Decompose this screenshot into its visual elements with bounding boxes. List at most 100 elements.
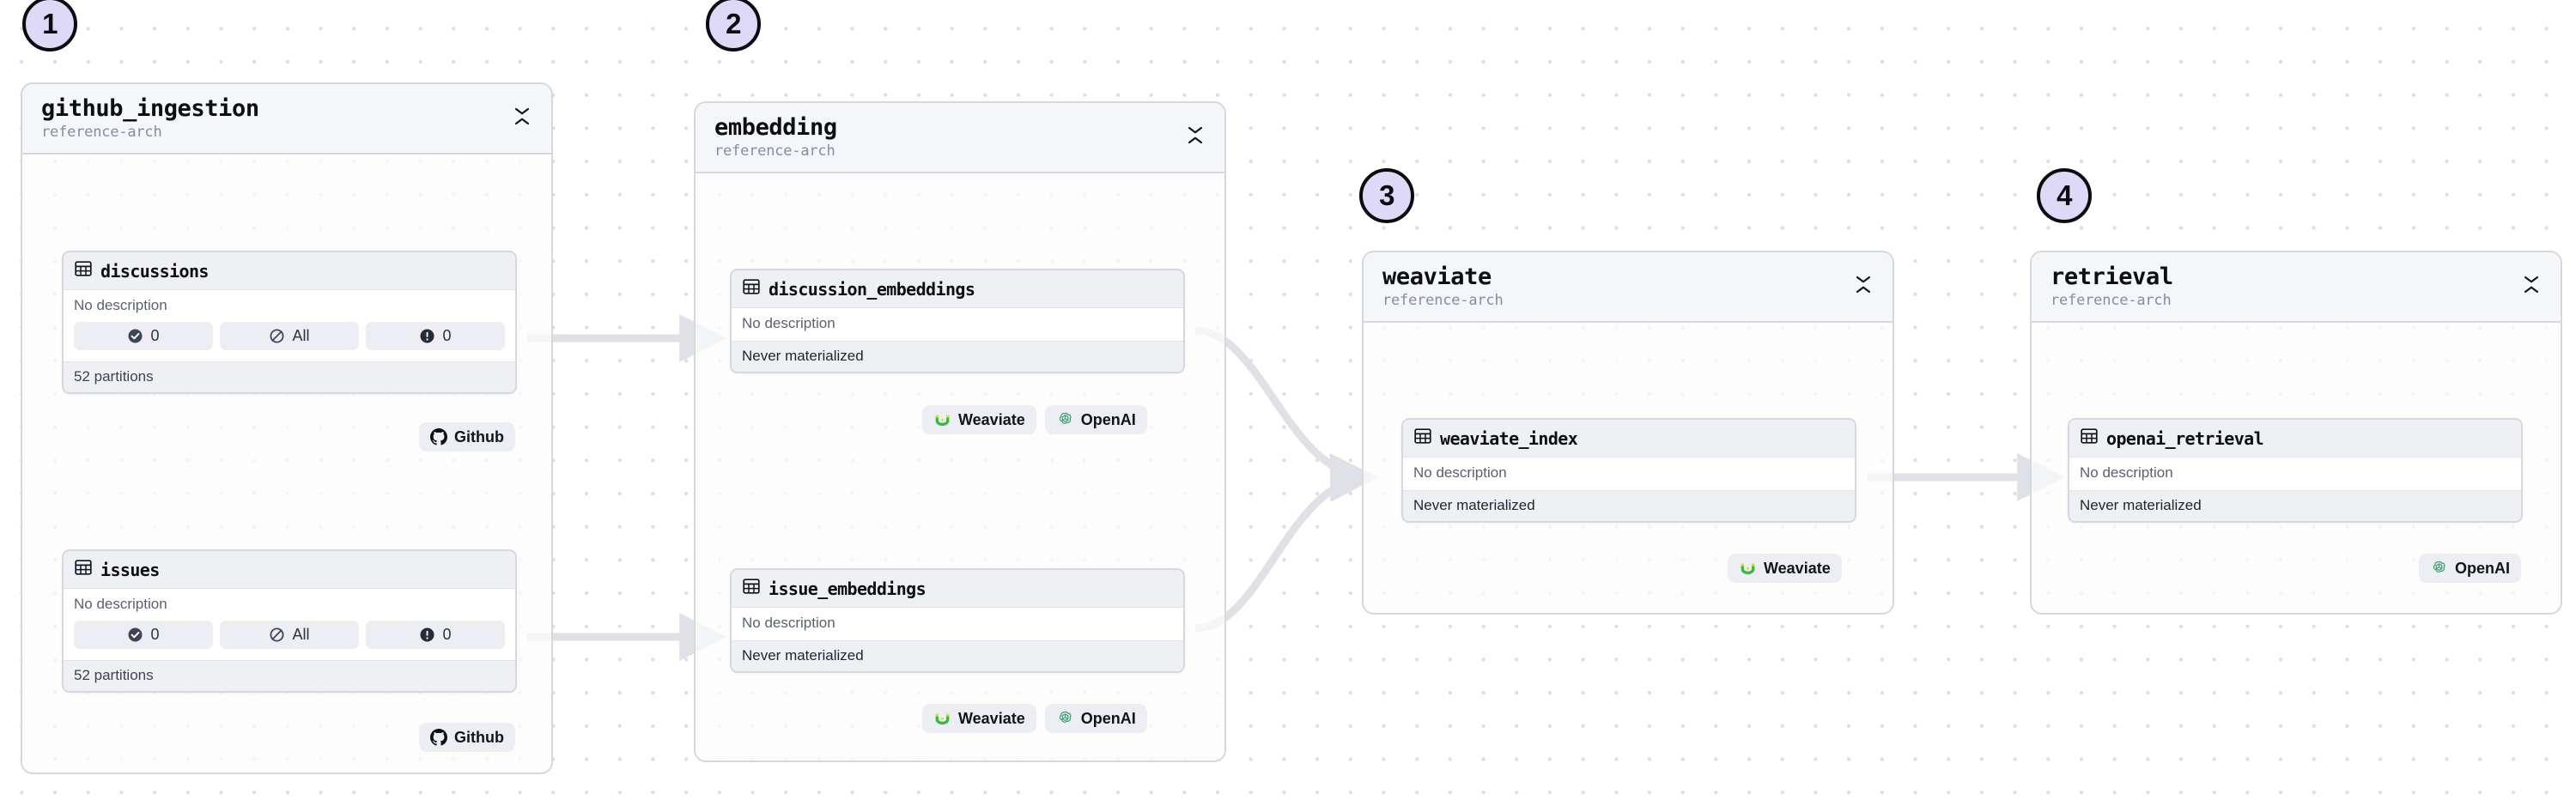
tag-weaviate[interactable]: Weaviate: [922, 704, 1036, 733]
stat-value: 0: [442, 326, 452, 344]
group-title: embedding: [714, 114, 837, 141]
group-title: weaviate: [1382, 264, 1492, 290]
asset-materialization-status: Never materialized: [732, 340, 1183, 372]
tag-github[interactable]: Github: [419, 723, 515, 752]
asset-partitions: 52 partitions: [64, 659, 515, 691]
group-header-github-ingestion[interactable]: github_ingestion reference-arch: [22, 84, 551, 155]
step-badge-label: 2: [726, 8, 741, 39]
stat-value: 0: [442, 625, 452, 643]
table-icon: [74, 558, 93, 581]
weaviate-icon: [933, 411, 951, 429]
asset-description: No description: [1413, 464, 1507, 481]
step-badge-1: 1: [22, 0, 77, 52]
check-circle-filled-icon: [127, 328, 143, 344]
asset-name: discussions: [100, 260, 209, 282]
chevron-collapse-icon[interactable]: [1185, 120, 1206, 149]
asset-header: weaviate_index: [1403, 420, 1855, 458]
openai-icon: [1056, 710, 1074, 728]
group-title: retrieval: [2050, 264, 2173, 290]
asset-node-openai-retrieval[interactable]: openai_retrieval No description Never ma…: [2068, 418, 2523, 523]
openai-icon: [1056, 411, 1074, 429]
stat-pill-materialized[interactable]: 0: [74, 620, 213, 649]
step-badge-label: 4: [2057, 179, 2072, 211]
tag-group-issues: Github: [419, 723, 515, 752]
asset-header: issues: [64, 551, 515, 589]
group-header-retrieval[interactable]: retrieval reference-arch: [2032, 252, 2561, 324]
tag-openai[interactable]: OpenAI: [1044, 405, 1147, 434]
alert-circle-filled-icon: [419, 627, 435, 643]
asset-name: openai_retrieval: [2106, 427, 2264, 449]
step-badge-4: 4: [2037, 168, 2092, 223]
stat-pill-missing[interactable]: All: [220, 321, 359, 350]
asset-description: No description: [2080, 464, 2173, 481]
asset-stats: 0 All 0: [74, 321, 505, 350]
step-badge-2: 2: [706, 0, 761, 52]
slash-circle-icon: [269, 328, 285, 344]
asset-name: issue_embeddings: [769, 578, 927, 599]
tag-weaviate[interactable]: Weaviate: [1728, 554, 1842, 583]
asset-materialization-status: Never materialized: [732, 639, 1183, 671]
asset-description: No description: [742, 615, 835, 631]
group-subtitle: reference-arch: [41, 124, 162, 142]
tag-label: Github: [454, 728, 504, 746]
asset-node-discussions[interactable]: discussions No description 0 All: [62, 251, 517, 394]
group-title: github_ingestion: [41, 95, 259, 122]
stat-value: All: [292, 625, 310, 643]
tag-label: OpenAI: [1080, 410, 1136, 428]
group-header-embedding[interactable]: embedding reference-arch: [696, 103, 1224, 174]
weaviate-icon: [1739, 560, 1757, 578]
table-icon: [1413, 427, 1432, 450]
stat-value: All: [292, 326, 310, 344]
asset-header: issue_embeddings: [732, 570, 1183, 608]
step-badge-3: 3: [1359, 168, 1414, 223]
asset-materialization-status: Never materialized: [2069, 489, 2521, 521]
asset-header: discussions: [64, 252, 515, 290]
stat-value: 0: [150, 625, 160, 643]
tag-github[interactable]: Github: [419, 422, 515, 451]
asset-body: No description: [2069, 458, 2521, 490]
github-icon: [430, 428, 447, 445]
openai-icon: [2430, 560, 2448, 578]
asset-body: No description 0 All: [64, 290, 515, 361]
asset-body: No description: [1403, 458, 1855, 490]
asset-node-discussion-embeddings[interactable]: discussion_embeddings No description Nev…: [730, 269, 1185, 373]
stat-pill-failed[interactable]: 0: [366, 620, 505, 649]
tag-openai[interactable]: OpenAI: [2419, 554, 2522, 583]
asset-body: No description: [732, 608, 1183, 640]
tag-group-openai-retrieval: OpenAI: [2419, 554, 2522, 583]
stat-pill-failed[interactable]: 0: [366, 321, 505, 350]
tag-label: Weaviate: [1764, 559, 1831, 577]
chevron-collapse-icon[interactable]: [1853, 270, 1874, 299]
tag-weaviate[interactable]: Weaviate: [922, 405, 1036, 434]
asset-node-issues[interactable]: issues No description 0 All: [62, 549, 517, 693]
chevron-collapse-icon[interactable]: [512, 101, 532, 130]
group-subtitle: reference-arch: [2050, 292, 2172, 310]
step-badge-label: 3: [1379, 179, 1394, 211]
stat-value: 0: [150, 326, 160, 344]
tag-label: Weaviate: [958, 410, 1025, 428]
stat-pill-materialized[interactable]: 0: [74, 321, 213, 350]
table-icon: [74, 259, 93, 282]
weaviate-icon: [933, 710, 951, 728]
table-icon: [742, 277, 761, 300]
asset-description: No description: [74, 297, 167, 313]
asset-node-issue-embeddings[interactable]: issue_embeddings No description Never ma…: [730, 568, 1185, 673]
tag-label: OpenAI: [1080, 709, 1136, 727]
asset-name: discussion_embeddings: [769, 278, 975, 300]
tag-label: OpenAI: [2455, 559, 2511, 577]
tag-group-discussions: Github: [419, 422, 515, 451]
alert-circle-filled-icon: [419, 328, 435, 344]
asset-partitions: 52 partitions: [64, 361, 515, 392]
asset-node-weaviate-index[interactable]: weaviate_index No description Never mate…: [1401, 418, 1856, 523]
tag-openai[interactable]: OpenAI: [1044, 704, 1147, 733]
asset-materialization-status: Never materialized: [1403, 489, 1855, 521]
group-header-weaviate[interactable]: weaviate reference-arch: [1364, 252, 1893, 324]
asset-body: No description: [732, 308, 1183, 341]
chevron-collapse-icon[interactable]: [2521, 270, 2542, 299]
check-circle-filled-icon: [127, 627, 143, 643]
stat-pill-missing[interactable]: All: [220, 620, 359, 649]
asset-name: weaviate_index: [1440, 427, 1578, 449]
tag-group-discussion-embeddings: Weaviate OpenAI: [922, 405, 1147, 434]
tag-label: Weaviate: [958, 709, 1025, 727]
